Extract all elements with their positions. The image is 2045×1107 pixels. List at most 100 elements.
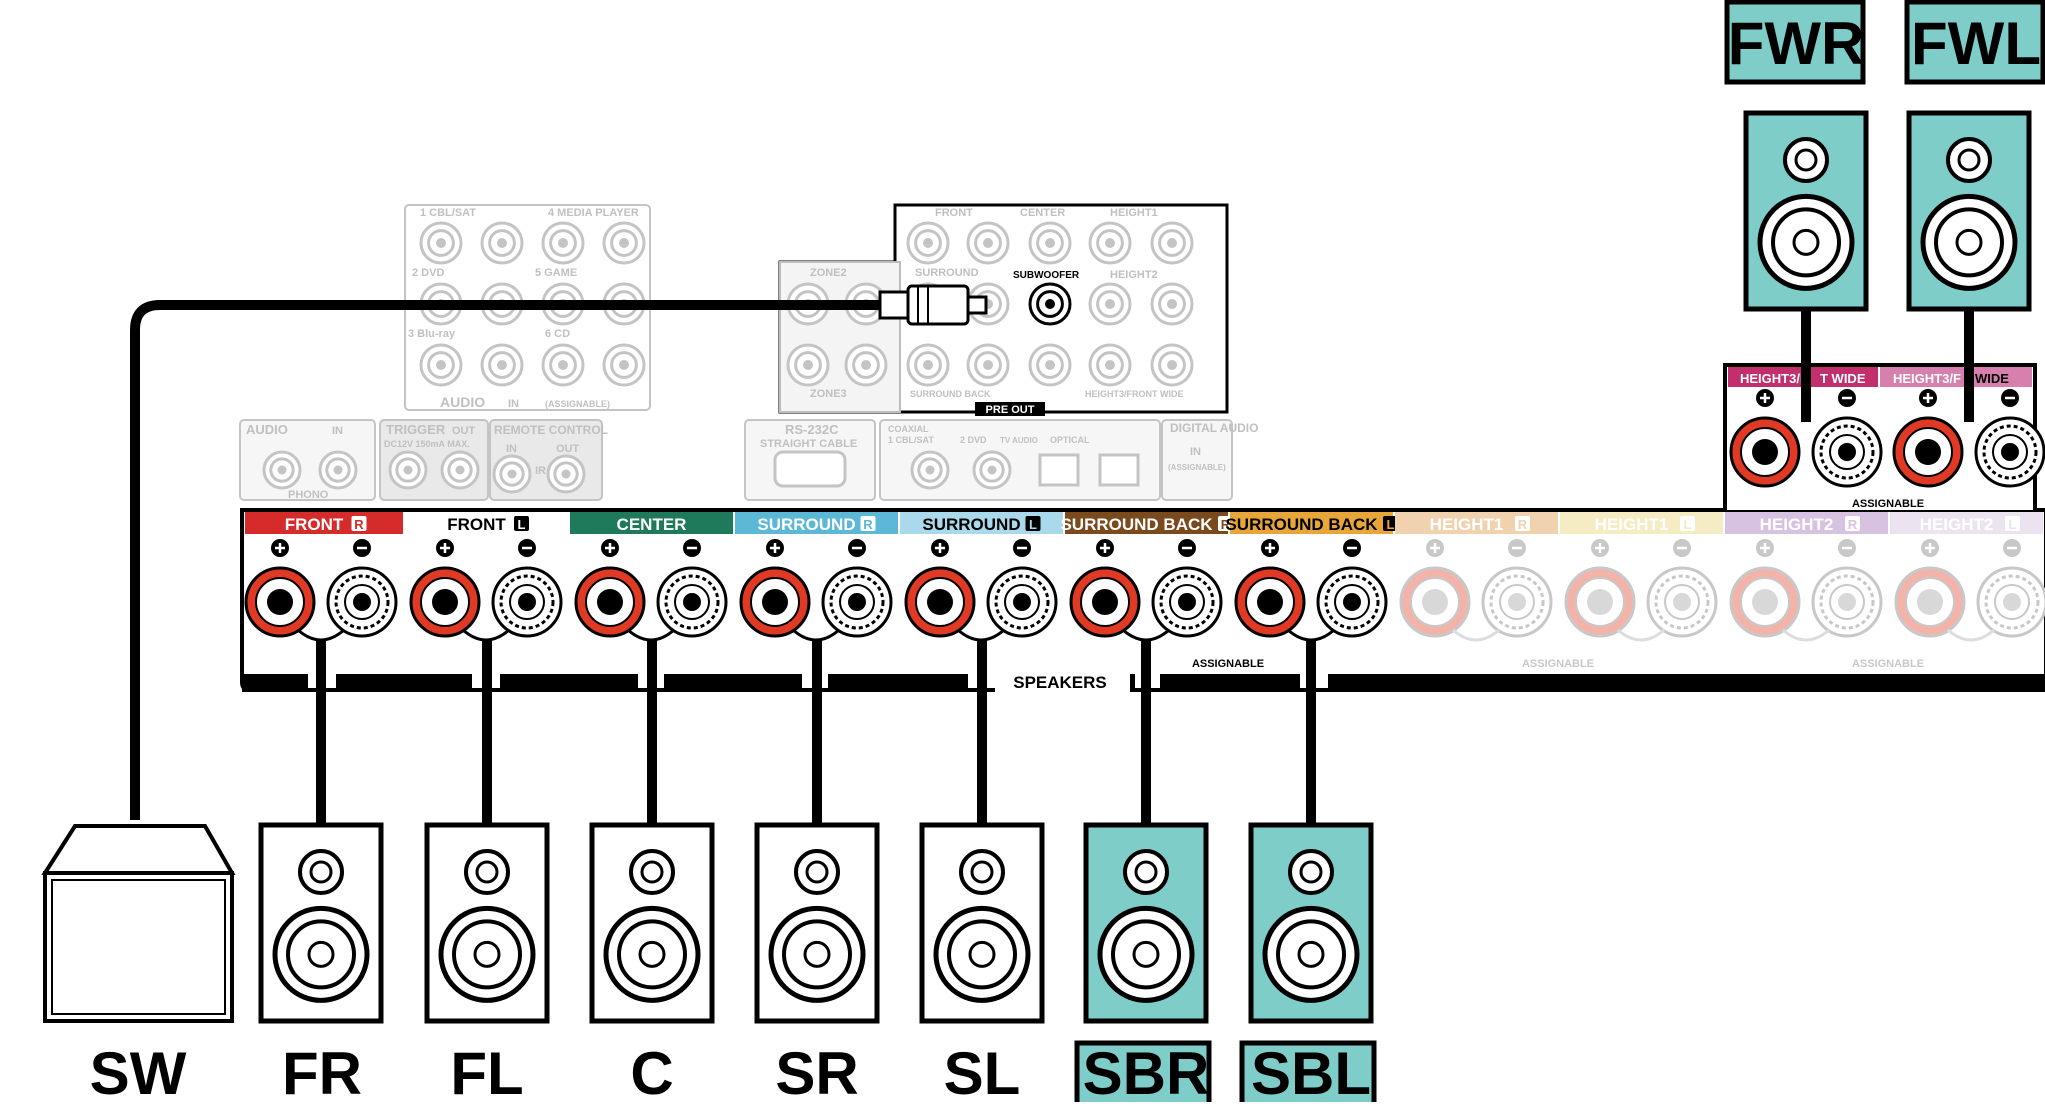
badge-front_l [514,516,529,531]
strip-segment-2 [500,674,638,692]
speaker-sr-woofer-cone [782,919,852,990]
badge-surround_r [860,516,876,531]
preout-jack-3-ring [1096,229,1124,257]
speaker-sl-woofer-cap [968,940,996,968]
band-label-height2_l: HEIGHT2 [1920,515,1994,534]
label-coaxial: COAXIAL [888,424,929,434]
label-sw: SW [90,1040,187,1102]
badge-text-height2_l: L [2009,517,2017,532]
badge-text-height1_l: L [1684,517,1692,532]
terminal-plus-1-hole [432,589,458,615]
lower-jack-4-ring [499,461,525,487]
label-sbl: SBL [1251,1040,1371,1102]
badge-surround_l [1025,516,1041,531]
lower-jack-5-pin [561,469,571,479]
speaker-sbr-woofer-cap [1132,940,1160,968]
terminal-minus-2-hole [683,593,701,611]
preout-jack-17-pin [861,360,871,370]
label-digital-assignable: (ASSIGNABLE) [1168,463,1226,472]
label-sbr: SBR [1083,1040,1210,1102]
terminal-plus-10-hole [1917,589,1943,615]
label-trigger-spec: DC12V 150mA MAX. [384,439,470,449]
band-surround_back_r [1065,512,1228,534]
subwoofer-box [41,824,236,1023]
lower-jack-7-ring [979,457,1005,483]
label-height1: HEIGHT1 [1110,207,1158,219]
terminal-minus-6-hole [1343,593,1361,611]
speaker-fwr-woofer-cap [1792,228,1820,256]
band-surround_l [900,512,1063,534]
preout-jack-0-pin [923,238,933,248]
label-subwoofer: SUBWOOFER [1013,270,1080,281]
audio-jack-2-ring [549,229,577,257]
strip-segment-3 [664,674,802,692]
subwoofer-rca-plug [878,284,988,326]
label-tv-audio: TV AUDIO [1000,436,1038,445]
lower-jack-0-ring [269,457,295,483]
badge-height1_r [1515,516,1530,531]
lower-jack-4-pin [507,469,517,479]
preout-jack-11-pin [1045,360,1055,370]
preout-jack-1-pin [983,238,993,248]
optical-port-1 [1038,453,1080,487]
preout-jack-16-pin [803,360,813,370]
preout-jack-9-pin [923,360,933,370]
band-label-surround_back_l: SURROUND BACK [1225,515,1378,534]
speaker-sl-tweeter-dome [970,860,994,884]
band-label-height2_r: HEIGHT2 [1760,515,1834,534]
speaker-fwl-woofer-cap [1955,228,1983,256]
preout-jack-13-pin [1167,360,1177,370]
terminal-minus-5-hole [1178,593,1196,611]
band-label-height1_r: HEIGHT1 [1430,515,1504,534]
speaker-sl-woofer-cone [947,919,1017,990]
label-phono-audio: AUDIO [246,422,288,437]
speaker-fwr-woofer-cone [1771,207,1841,278]
terminal-plus-8-hole [1587,589,1613,615]
audio-jack-1-pin [497,238,507,248]
lower-ghost-jacks [262,450,1140,494]
label-assignable-h2: ASSIGNABLE [1852,658,1924,670]
label-audio-assignable: (ASSIGNABLE) [545,399,610,409]
speaker-terminals [244,416,2045,642]
terminal-bottom-strip [242,672,2045,694]
h3-terminal-minus-1-hole [2001,443,2019,461]
terminal-bridge-9 [1782,628,1830,642]
badge-fwl [1904,0,2045,85]
audio-jack-9-pin [497,360,507,370]
badge-text-surround_l: L [1029,517,1037,532]
label-digital-in: IN [1190,446,1201,458]
speaker-c-tweeter-dome [640,860,664,884]
label-ir: IR [535,465,546,477]
height3-header-2: HEIGHT3/F [1893,371,1961,386]
label-c: C [630,1040,673,1102]
band-label-surround_back_r: SURROUND BACK [1060,515,1213,534]
lower-jack-3-pin [455,465,465,475]
label-pre-out: PRE OUT [986,404,1035,416]
speakers [258,110,2032,1024]
terminal-minus-4-hole [1013,593,1031,611]
speaker-fr-tweeter-dome [309,860,333,884]
band-height2_l [1890,512,2043,534]
strip-segment-4 [828,674,968,692]
audio-jack-10-ring [549,351,577,379]
label-sl: SL [944,1040,1021,1102]
badge-height2_l [2005,516,2020,531]
label-speakers: SPEAKERS [1013,673,1107,692]
audio-jack-10-pin [558,360,568,370]
terminal-minus-3-hole [848,593,866,611]
height3-header-0: HEIGHT3/F [1740,371,1808,386]
label-assignable-h3: ASSIGNABLE [1852,498,1924,510]
audio-jack-3-ring [610,229,638,257]
terminal-plus-2-hole [597,589,623,615]
label-zone3: ZONE3 [810,388,847,400]
label-cd: 6 CD [545,328,570,340]
preout-jack-3-pin [1105,238,1115,248]
label-dvd: 2 DVD [412,267,444,279]
label-fwr: FWR [1728,10,1865,77]
preout-jack-9-ring [914,351,942,379]
badge-text-surround_back_l: L [1387,517,1395,532]
label-digital-audio: DIGITAL AUDIO [1170,421,1258,435]
